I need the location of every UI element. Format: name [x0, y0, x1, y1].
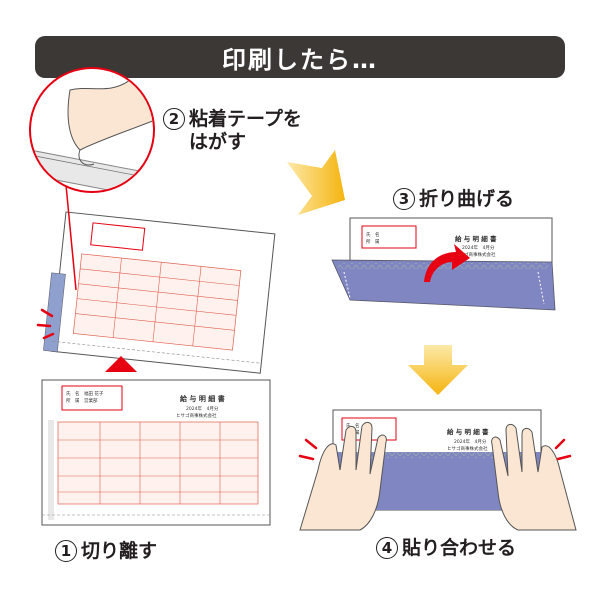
slip1-name-label: 氏 名 — [66, 390, 80, 397]
slip4-name-label: 氏 名 — [346, 422, 360, 429]
up-arrow — [105, 356, 137, 372]
banner-title: 印刷したら… — [222, 45, 378, 74]
step3-label: 折り曲げる — [419, 188, 515, 210]
yellow-arrow-right — [287, 150, 345, 215]
step2-label-line1: 粘着テープを — [189, 108, 302, 130]
fold-arrow — [424, 244, 470, 282]
slip1-name-value: 福田 花子 — [84, 390, 104, 397]
slip3-title: 給 与 明 細 書 — [455, 234, 497, 243]
alert-marks-step2 — [36, 308, 55, 340]
step3-number-icon: 3 — [393, 188, 415, 211]
slip3-name-label: 氏 名 — [366, 231, 380, 238]
step2-number-icon: 2 — [163, 108, 185, 130]
step4-caption: 4 貼り合わせる — [376, 537, 516, 560]
step1-slip: 氏 名 福田 花子 所 属 営業部 給 与 明 細 書 2024年 4月分 ヒサ… — [41, 379, 271, 526]
step4-number-icon: 4 — [376, 537, 398, 560]
slip4-company: ヒサゴ商事株式会社 — [447, 445, 488, 452]
step4-label: 貼り合わせる — [402, 537, 517, 559]
step1-number-icon: 1 — [55, 540, 77, 563]
alert-marks-step4 — [298, 438, 572, 461]
step3-caption: 3 折り曲げる — [393, 188, 514, 211]
slip3-period: 2024年 4月分 — [462, 244, 495, 251]
slip1-company: ヒサゴ商事株式会社 — [176, 412, 217, 419]
slip1-period: 2024年 4月分 — [186, 405, 219, 412]
slip4-period: 2024年 4月分 — [454, 438, 487, 445]
slip3-company: ヒサゴ商事株式会社 — [455, 251, 496, 258]
right-hand — [491, 423, 577, 531]
slip4-title: 給 与 明 細 書 — [447, 427, 489, 436]
step2-slip — [43, 211, 276, 374]
slip1-dept-value: 営業部 — [84, 397, 98, 404]
slip1-title: 給 与 明 細 書 — [180, 394, 225, 403]
left-hand — [299, 421, 387, 531]
step2-label-line2: はがす — [189, 130, 247, 153]
header-banner: 印刷したら… — [35, 36, 565, 78]
yellow-arrow-down — [408, 345, 468, 395]
step1-label: 切り離す — [81, 540, 158, 562]
slip3-dept-label: 所 属 — [366, 238, 380, 245]
step1-caption: 1 切り離す — [55, 540, 157, 563]
zoom-leader-line — [65, 184, 77, 291]
step2-caption: 2 粘着テープを はがす — [163, 108, 302, 154]
step3-slip: 氏 名 所 属 給 与 明 細 書 2024年 4月分 ヒサゴ商事株式会社 — [331, 217, 556, 311]
slip1-dept-label: 所 属 — [66, 397, 80, 404]
